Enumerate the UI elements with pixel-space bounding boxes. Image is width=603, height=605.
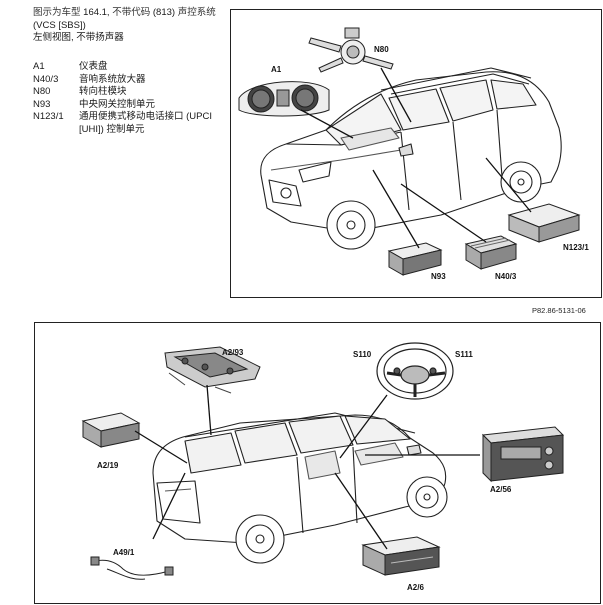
top-car-illustration xyxy=(238,27,581,276)
legend-row: N40/3 音响系统放大器 xyxy=(33,74,233,87)
legend-desc: 中央网关控制单元 xyxy=(79,98,156,110)
legend-row: N123/1 通用便携式移动电话接口 (UPCI xyxy=(33,111,233,124)
a2-6-unit xyxy=(361,536,441,576)
a2-19-unit xyxy=(81,412,141,448)
legend-row: A1 仪表盘 xyxy=(33,61,233,74)
label-n93: N93 xyxy=(431,272,446,281)
label-n40-3: N40/3 xyxy=(495,272,517,281)
label-a49-1: A49/1 xyxy=(113,548,135,557)
side-mirror xyxy=(398,143,414,157)
a1-instrument-cluster xyxy=(238,81,330,117)
rear-wheel xyxy=(500,161,542,203)
caption-view: 左侧视图, xyxy=(33,32,74,43)
legend-desc: 仪表盘 xyxy=(79,61,108,72)
caption-system: (VCS [SBS]) xyxy=(33,19,86,31)
legend-code: N123/1 xyxy=(33,111,64,122)
legend-desc: 音响系统放大器 xyxy=(79,73,146,85)
legend-code: N93 xyxy=(33,98,51,110)
front-side-window xyxy=(388,88,450,131)
front-grille xyxy=(268,179,302,207)
caption-text: 不带代码 xyxy=(112,7,151,18)
legend-row: [UHI]) 控制单元 xyxy=(33,124,233,137)
rear-window xyxy=(184,432,242,474)
bottom-car-illustration xyxy=(81,342,565,580)
label-n80: N80 xyxy=(374,45,389,54)
label-s111: S111 xyxy=(455,350,473,359)
front-wheel xyxy=(326,200,376,250)
label-a2-93: A2/93 xyxy=(222,348,244,357)
a2-56-radio-unit xyxy=(481,426,565,483)
caption-view-note: 不带扬声器 xyxy=(76,32,124,43)
windscreen xyxy=(344,415,411,445)
figure-caption: 图示为车型 164.1, 不带代码 (813) 声控系统 (VCS [SBS])… xyxy=(33,7,228,45)
door-line xyxy=(400,131,410,211)
bottom-diagram-panel: A2/93 S110 S111 A2/19 A2/56 A49/1 A2/6 xyxy=(34,322,601,604)
legend-code: N40/3 xyxy=(33,73,59,85)
rear-side-window xyxy=(234,422,298,464)
emblem xyxy=(280,187,292,199)
legend-desc: 通用便携式移动电话接口 (UPCI xyxy=(79,111,213,122)
front-wheel xyxy=(406,476,448,518)
rear-wheel xyxy=(235,514,285,564)
legend-desc: [UHI]) 控制单元 xyxy=(79,123,145,135)
label-a2-19: A2/19 xyxy=(97,461,119,470)
n40-3-amplifier xyxy=(464,235,518,270)
roof-rail xyxy=(380,67,532,91)
rear-side-window xyxy=(439,79,494,122)
n80-steering-column-module xyxy=(308,27,394,73)
label-a2-6: A2/6 xyxy=(407,583,424,592)
a2-93-component xyxy=(164,346,261,394)
legend-code: N80 xyxy=(33,86,51,97)
legend-desc: 转向柱模块 xyxy=(79,86,127,97)
quarter-window xyxy=(490,79,537,110)
label-s110: S110 xyxy=(353,350,372,359)
label-a2-56: A2/56 xyxy=(490,485,512,494)
caption-text: 声控系统 xyxy=(177,7,216,18)
car-body-outline xyxy=(260,71,562,233)
legend-row: N80 转向柱模块 xyxy=(33,86,233,99)
a49-1-antenna xyxy=(90,556,174,580)
n93-gateway-unit xyxy=(387,242,443,276)
steering-wheel xyxy=(376,342,454,400)
legend-row: N93 中央网关控制单元 xyxy=(33,99,233,112)
figure-reference: P82.86-5131-06 xyxy=(532,306,586,315)
legend-code: A1 xyxy=(33,61,45,72)
headlight xyxy=(298,161,332,183)
caption-model: 164.1, xyxy=(83,7,110,18)
caption-code: (813) xyxy=(152,7,176,18)
label-n123-1: N123/1 xyxy=(563,243,589,252)
label-a1: A1 xyxy=(271,65,282,74)
n123-1-control-unit xyxy=(507,203,581,243)
top-diagram-panel: A1 N80 N93 N40/3 N123/1 xyxy=(230,9,602,298)
front-side-window xyxy=(288,415,354,454)
leader-lines xyxy=(134,384,480,550)
caption-text: 图示为车型 xyxy=(33,7,81,18)
legend-code xyxy=(33,124,79,137)
leader-lines xyxy=(300,67,532,249)
